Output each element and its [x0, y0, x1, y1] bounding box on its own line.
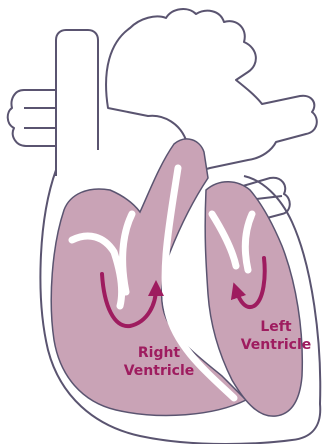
pulmonary-vessel-left [8, 90, 56, 146]
left-ventricle-label: Left Ventricle [234, 318, 318, 354]
superior-vena-cava [56, 30, 98, 176]
left-ventricle-label-line2: Ventricle [234, 336, 318, 354]
right-ventricle-label-line1: Right [120, 344, 198, 362]
right-ventricle-label: Right Ventricle [120, 344, 198, 380]
right-ventricle-label-line2: Ventricle [120, 362, 198, 380]
aorta-outline [106, 9, 317, 172]
left-ventricle-label-line1: Left [234, 318, 318, 336]
